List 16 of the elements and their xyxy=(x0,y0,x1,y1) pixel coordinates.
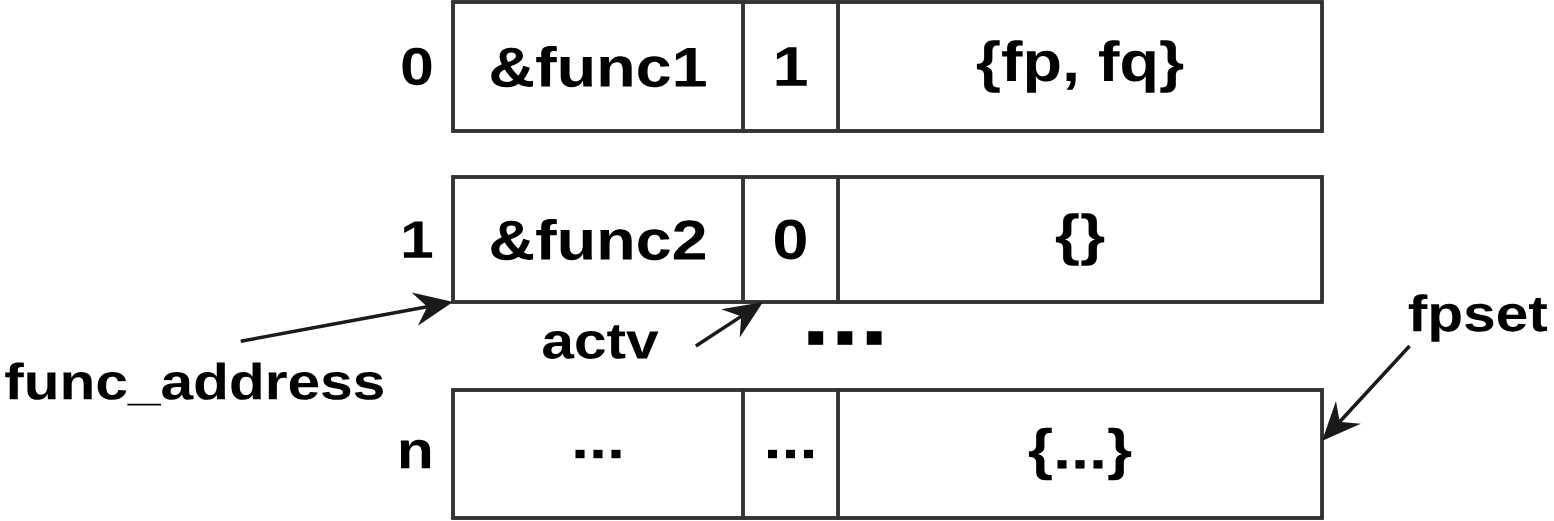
field-label: actv xyxy=(543,325,659,359)
row-index: 0 xyxy=(402,47,432,86)
table-cell: {fp, fq} xyxy=(836,0,1324,133)
table-cell: ... xyxy=(741,388,840,520)
table-cell: {} xyxy=(836,175,1324,304)
row-index: 1 xyxy=(403,221,433,258)
table-cell: 1 xyxy=(741,0,840,133)
table-cell: 0 xyxy=(741,175,840,304)
table-cell: ... xyxy=(451,388,745,520)
ellipsis: ... xyxy=(808,331,882,345)
row-index: n xyxy=(400,439,431,469)
table-cell: &func2 xyxy=(451,175,745,304)
table-cell: {...} xyxy=(836,388,1324,520)
table-cell: &func1 xyxy=(451,0,745,133)
field-label: fpset xyxy=(1408,294,1548,342)
field-label: func_address xyxy=(5,362,383,406)
